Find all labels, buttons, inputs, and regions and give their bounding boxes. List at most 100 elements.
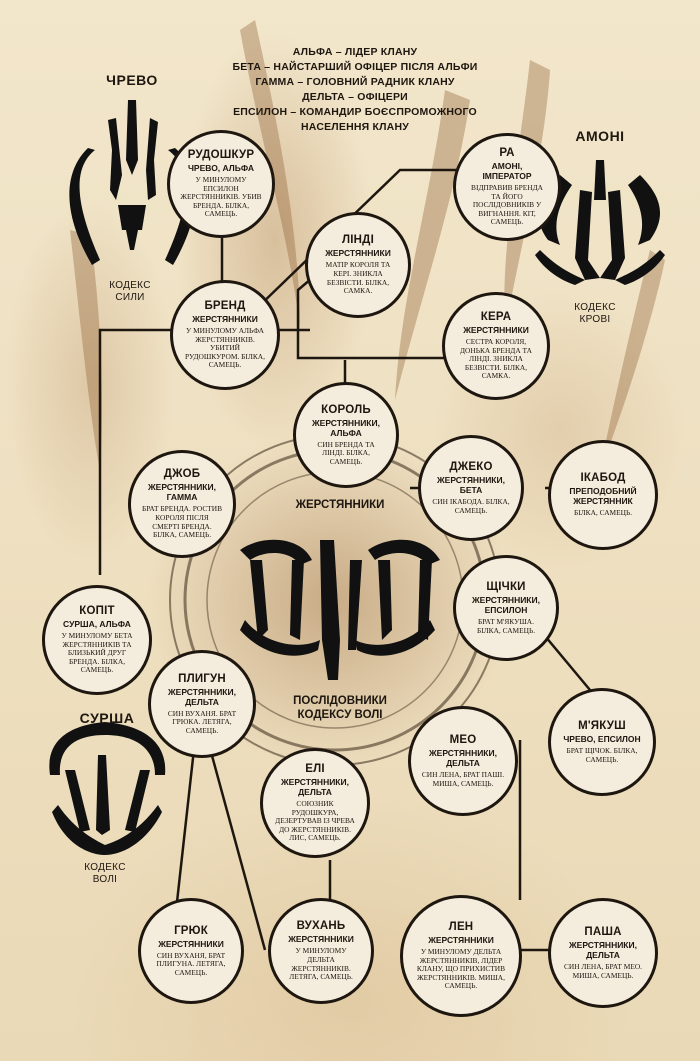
node-desc: У МИНУЛОМУ ДЕЛЬТА ЖЕРСТЯННИКІВ, ЛІДЕР КЛ… [416,947,506,991]
node-name: МЕО [449,733,477,746]
center-glyph [240,539,440,680]
node-name: КЕРА [480,311,512,324]
surshа-sub-line1: КОДЕКС [84,862,126,873]
node-role: ЖЕРСТЯННИКИ [325,248,391,259]
node-role: АМОНІ, ІМПЕРАТОР [482,161,532,182]
rank-legend: АЛЬФА – ЛІДЕР КЛАНУ БЕТА – НАЙСТАРШИЙ ОФ… [200,45,510,135]
node-role: ЖЕРСТЯННИКИ, ДЕЛЬТА [569,939,637,960]
node-role: ПРЕПОДОБНИЙ ЖЕРСТЯННИК [569,486,637,507]
chrevo-sub-line1: КОДЕКС [109,280,151,291]
chrevo-subtitle: КОДЕКС СИЛИ [95,280,165,304]
node-name: БРЕНД [204,300,246,313]
surshа-subtitle: КОДЕКС ВОЛІ [70,862,140,886]
node-role: ЖЕРСТЯННИКИ [288,934,354,945]
node-role: ЧРЕВО, АЛЬФА [187,163,255,174]
node-rudoshkur: РУДОШКУР ЧРЕВО, АЛЬФА У МИНУЛОМУ ЕПСИЛОН… [167,130,275,238]
center-clan-subtitle: ПОСЛІДОВНИКИ КОДЕКСУ ВОЛІ [270,694,410,722]
node-role: ЖЕРСТЯННИКИ, АЛЬФА [312,417,380,438]
amoni-title: АМОНІ [575,128,625,144]
amoni-sub-line2: КРОВІ [579,314,611,325]
legend-line: ГАММА – ГОЛОВНИЙ РАДНИК КЛАНУ [255,76,455,88]
node-name: КОРОЛЬ [321,403,371,416]
legend-line: НАСЕЛЕННЯ КЛАНУ [301,121,409,133]
center-clan-title: ЖЕРСТЯННИКИ [295,499,385,511]
node-desc: МАТІР КОРОЛЯ ТА КЕРІ. ЗНИКЛА БЕЗВІСТИ. Б… [325,260,391,296]
center-sub-line2: КОДЕКСУ ВОЛІ [297,709,383,721]
node-brend: БРЕНД ЖЕРСТЯННИКИ У МИНУЛОМУ АЛЬФА ЖЕРСТ… [170,280,280,390]
node-name: ПЛИГУН [178,672,226,685]
node-desc: У МИНУЛОМУ ДЕЛЬТА ЖЕРСТЯННИКІВ. ЛЕТЯГА, … [289,946,353,982]
node-pasha: ПАША ЖЕРСТЯННИКИ, ДЕЛЬТА СИН ЛЕНА, БРАТ … [548,898,658,1008]
surshа-sub-line2: ВОЛІ [92,874,118,885]
node-desc: СИН БРЕНДА ТА ЛІНДІ. БІЛКА, САМЕЦЬ. [317,439,375,466]
chrevo-sub-line2: СИЛИ [115,292,145,303]
node-role: ЖЕРСТЯННИКИ, ГАММА [148,482,216,503]
node-desc: СИН ЛЕНА, БРАТ МЕО. МИША, САМЕЦЬ. [563,961,643,980]
node-desc: У МИНУЛОМУ АЛЬФА ЖЕРСТЯННИКІВ. УБИТИЙ РУ… [185,326,265,370]
node-role: ЧРЕВО, ЕПСИЛОН [563,733,641,744]
surshа-title: СУРША [79,710,135,726]
node-ra: РА АМОНІ, ІМПЕРАТОР ВІДПРАВИВ БРЕНДА ТА … [453,133,561,241]
node-vukhan: ВУХАНЬ ЖЕРСТЯННИКИ У МИНУЛОМУ ДЕЛЬТА ЖЕР… [268,898,374,1004]
amoni-sub-line1: КОДЕКС [574,302,616,313]
node-role: ЖЕРСТЯННИКИ, БЕТА [437,474,505,495]
node-ikabod: ІКАБОД ПРЕПОДОБНИЙ ЖЕРСТЯННИК БІЛКА, САМ… [548,440,658,550]
node-korol: КОРОЛЬ ЖЕРСТЯННИКИ, АЛЬФА СИН БРЕНДА ТА … [293,382,399,488]
surshа-glyph [49,722,166,855]
node-role: ЖЕРСТЯННИКИ, ЕПСИЛОН [472,594,540,615]
node-name: ЕЛІ [305,763,325,776]
legend-line: ДЕЛЬТА – ОФІЦЕРИ [302,91,408,103]
node-plyhun: ПЛИГУН ЖЕРСТЯННИКИ, ДЕЛЬТА СИН ВУХАНЯ. Б… [148,650,256,758]
node-myakush: М'ЯКУШ ЧРЕВО, ЕПСИЛОН БРАТ ЩІЧОК. БІЛКА,… [548,688,656,796]
legend-line: АЛЬФА – ЛІДЕР КЛАНУ [292,46,418,58]
node-name: ЛІНДІ [342,234,374,247]
node-name: ДЖЕКО [449,460,493,473]
node-dzhob: ДЖОБ ЖЕРСТЯННИКИ, ГАММА БРАТ БРЕНДА. РОС… [128,450,236,558]
node-desc: БРАТ БРЕНДА. РОСТИВ КОРОЛЯ ПІСЛЯ СМЕРТІ … [141,504,223,540]
legend-line: БЕТА – НАЙСТАРШИЙ ОФІЦЕР ПІСЛЯ АЛЬФИ [232,61,478,73]
node-name: РУДОШКУР [187,149,255,162]
node-desc: СИН ІКАБОДА. БІЛКА, САМЕЦЬ. [432,496,510,515]
node-dzheko: ДЖЕКО ЖЕРСТЯННИКИ, БЕТА СИН ІКАБОДА. БІЛ… [418,435,524,541]
node-name: ГРЮК [174,924,208,937]
node-name: КОПІТ [79,605,115,618]
node-meo: МЕО ЖЕРСТЯННИКИ, ДЕЛЬТА СИН ЛЕНА, БРАТ П… [408,706,518,816]
node-role: СУРША, АЛЬФА [63,619,131,630]
node-hryuk: ГРЮК ЖЕРСТЯННИКИ СИН ВУХАНЯ, БРАТ ПЛИГУН… [138,898,244,1004]
node-desc: БІЛКА, САМЕЦЬ. [573,508,633,518]
node-desc: СИН ЛЕНА, БРАТ ПАШІ. МИША, САМЕЦЬ. [421,769,505,788]
node-kera: КЕРА ЖЕРСТЯННИКИ СЕСТРА КОРОЛЯ, ДОНЬКА Б… [442,292,550,400]
center-sub-line1: ПОСЛІДОВНИКИ [293,695,387,707]
node-name: ПАША [584,925,622,938]
node-desc: У МИНУЛОМУ ЕПСИЛОН ЖЕРСТЯННИКІВ. УБИВ БР… [180,175,262,219]
node-name: ЩІЧКИ [486,580,526,593]
node-desc: У МИНУЛОМУ БЕТА ЖЕРСТЯННИКІВ ТА БЛИЗЬКИЙ… [61,631,133,675]
node-desc: СИН ВУХАНЯ, БРАТ ПЛИГУНА. ЛЕТЯГА, САМЕЦЬ… [156,950,226,977]
node-name: ІКАБОД [580,472,626,485]
node-desc: СОЮЗНИК РУДОШКУРА, ДЕЗЕРТУВАВ ІЗ ЧРЕВА Д… [275,799,355,843]
node-role: ЖЕРСТЯННИКИ, ДЕЛЬТА [429,747,497,768]
node-desc: СЕСТРА КОРОЛЯ, ДОНЬКА БРЕНДА ТА ЛІНДІ. З… [460,337,532,381]
node-desc: ВІДПРАВИВ БРЕНДА ТА ЙОГО ПОСЛІДОВНИКІВ У… [471,183,543,227]
amoni-subtitle: КОДЕКС КРОВІ [560,302,630,326]
node-desc: СИН ВУХАНЯ. БРАТ ГРЮКА. ЛЕТЯГА, САМЕЦЬ. [167,708,237,735]
node-len: ЛЕН ЖЕРСТЯННИКИ У МИНУЛОМУ ДЕЛЬТА ЖЕРСТЯ… [400,895,522,1017]
node-desc: БРАТ М'ЯКУША. БІЛКА, САМЕЦЬ. [476,616,536,635]
node-desc: БРАТ ЩІЧОК. БІЛКА, САМЕЦЬ. [566,745,638,764]
legend-line: ЕПСИЛОН – КОМАНДИР БОЄСПРОМОЖНОГО [233,106,477,118]
node-role: ЖЕРСТЯННИКИ [192,314,258,325]
node-role: ЖЕРСТЯННИКИ [463,325,529,336]
node-eli: ЕЛІ ЖЕРСТЯННИКИ, ДЕЛЬТА СОЮЗНИК РУДОШКУР… [260,748,370,858]
node-lindi: ЛІНДІ ЖЕРСТЯННИКИ МАТІР КОРОЛЯ ТА КЕРІ. … [305,212,411,318]
node-name: ДЖОБ [163,468,201,481]
node-name: РА [499,147,515,160]
node-name: ЛЕН [448,921,474,934]
node-role: ЖЕРСТЯННИКИ, ДЕЛЬТА [168,686,236,707]
node-role: ЖЕРСТЯННИКИ, ДЕЛЬТА [281,777,349,798]
node-role: ЖЕРСТЯННИКИ [158,938,224,949]
node-shchichky: ЩІЧКИ ЖЕРСТЯННИКИ, ЕПСИЛОН БРАТ М'ЯКУША.… [453,555,559,661]
node-name: М'ЯКУШ [578,719,626,732]
node-name: ВУХАНЬ [296,920,346,933]
chrevo-title: ЧРЕВО [106,72,158,88]
node-role: ЖЕРСТЯННИКИ [428,935,494,946]
